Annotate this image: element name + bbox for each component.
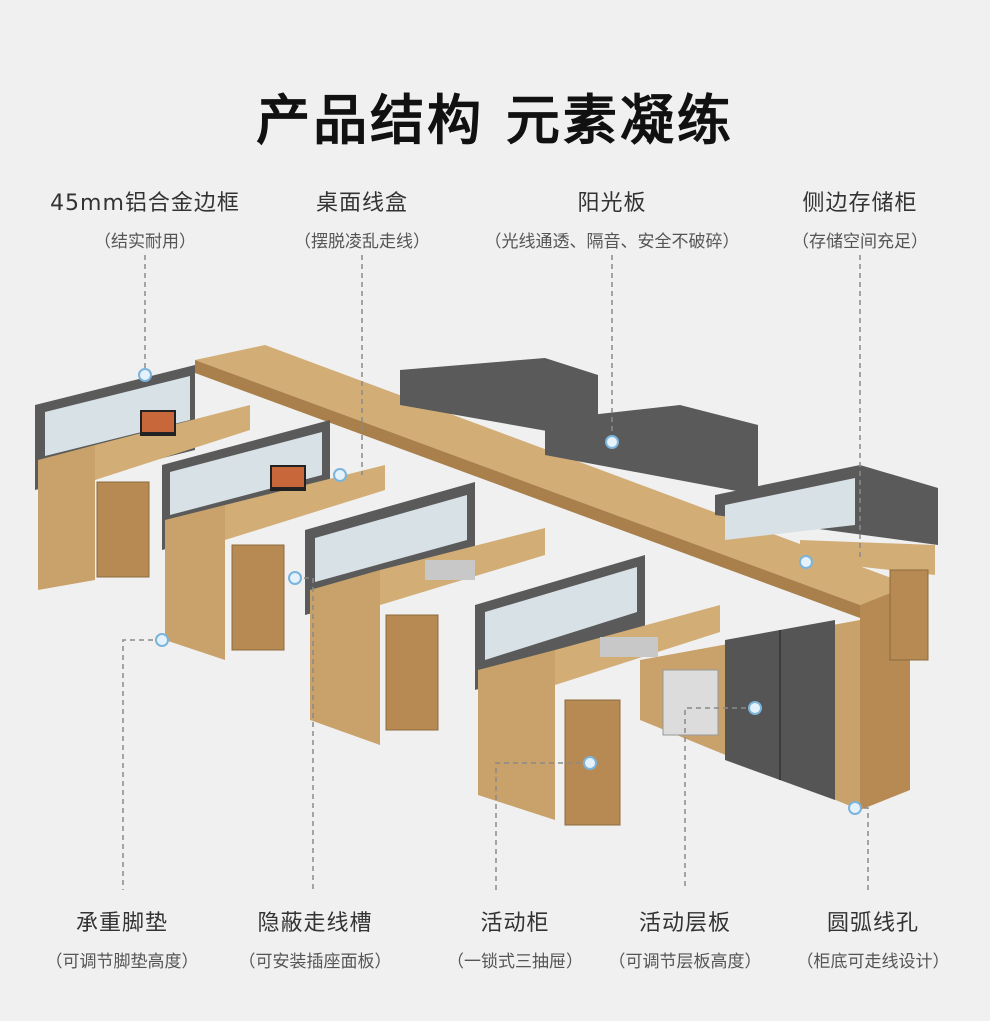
callout-dot xyxy=(138,368,152,382)
callout-dot xyxy=(748,701,762,715)
callout-dot xyxy=(605,435,619,449)
label-aluminum-frame: 45mm铝合金边框 （结实耐用） xyxy=(15,185,275,252)
page-title: 产品结构 元素凝练 xyxy=(256,89,734,152)
label-subtitle: （结实耐用） xyxy=(94,232,196,252)
callout-dot xyxy=(799,555,813,569)
label-subtitle: （光线通透、隔音、安全不破碎） xyxy=(484,232,740,252)
label-desk-cable-box: 桌面线盒 （摆脱凌乱走线） xyxy=(232,185,492,252)
leader-line xyxy=(295,577,314,890)
label-title: 圆弧线孔 xyxy=(826,911,919,936)
leader-line xyxy=(495,762,590,890)
label-subtitle: （可安装插座面板） xyxy=(238,952,392,972)
label-title: 隐蔽走线槽 xyxy=(257,911,373,936)
label-mobile-cabinet: 活动柜 （一锁式三抽屉） xyxy=(385,905,645,972)
label-hidden-cable-slot: 隐蔽走线槽 （可安装插座面板） xyxy=(185,905,445,972)
callout-dot xyxy=(155,633,169,647)
callout-dot xyxy=(848,801,862,815)
label-title: 侧边存储柜 xyxy=(802,191,918,216)
label-title: 活动柜 xyxy=(480,911,550,936)
label-arc-cable-hole: 圆弧线孔 （柜底可走线设计） xyxy=(743,905,990,972)
label-subtitle: （柜底可走线设计） xyxy=(796,952,950,972)
label-load-feet: 承重脚垫 （可调节脚垫高度） xyxy=(0,905,252,972)
label-title: 阳光板 xyxy=(577,191,647,216)
callout-dot xyxy=(583,756,597,770)
label-subtitle: （一锁式三抽屉） xyxy=(447,952,583,972)
leader-line xyxy=(122,639,162,890)
callout-dot xyxy=(333,468,347,482)
callout-dot xyxy=(288,571,302,585)
label-title: 桌面线盒 xyxy=(315,191,408,216)
label-sun-panel: 阳光板 （光线通透、隔音、安全不破碎） xyxy=(482,185,742,252)
label-title: 活动层板 xyxy=(638,911,731,936)
leader-line xyxy=(855,807,869,890)
label-subtitle: （可调节层板高度） xyxy=(608,952,762,972)
label-subtitle: （存储空间充足） xyxy=(792,232,928,252)
label-side-storage: 侧边存储柜 （存储空间充足） xyxy=(730,185,990,252)
label-subtitle: （可调节脚垫高度） xyxy=(45,952,199,972)
label-title: 承重脚垫 xyxy=(75,911,168,936)
label-adjustable-shelf: 活动层板 （可调节层板高度） xyxy=(555,905,815,972)
label-title: 45mm铝合金边框 xyxy=(50,191,240,216)
label-subtitle: （摆脱凌乱走线） xyxy=(294,232,430,252)
leader-line xyxy=(684,707,755,890)
